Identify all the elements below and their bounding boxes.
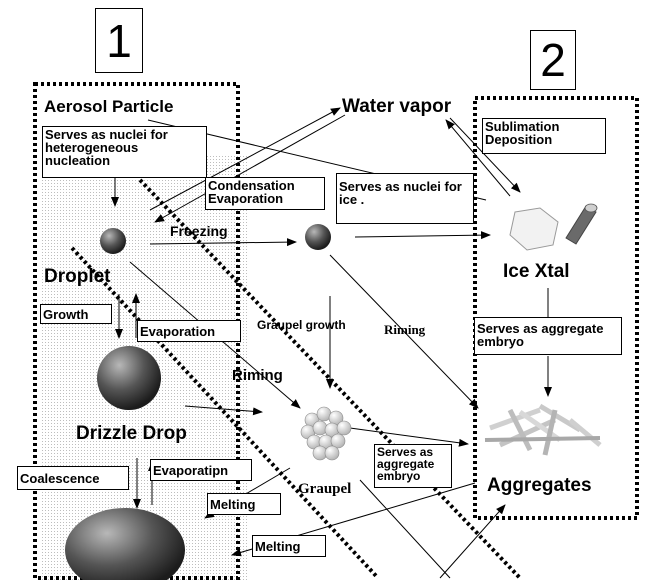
label-melting-1: Melting	[207, 493, 281, 515]
label-aggregate-embryo-1: Serves as aggregate embryo	[474, 317, 622, 355]
graupel-particle	[300, 406, 352, 461]
aggregates-particle	[484, 403, 602, 456]
arrow-drizzle-to-graupel	[184, 405, 263, 416]
raindrop-particle	[65, 508, 185, 580]
drizzle-drop-particle	[97, 346, 161, 410]
arrow-graupel-to-aggregates	[349, 427, 469, 447]
label-ice-xtal: Ice Xtal	[503, 261, 570, 282]
ice-column	[565, 205, 597, 245]
label-growth: Growth	[40, 304, 112, 324]
label-droplet: Droplet	[44, 266, 111, 287]
arrow-droplet-to-vapor-1	[149, 107, 341, 211]
label-aerosol-particle: Aerosol Particle	[44, 97, 174, 116]
arrow-freezing	[149, 238, 297, 247]
region-2-border	[473, 96, 639, 520]
label-aggregates: Aggregates	[487, 475, 592, 496]
label-evaporation-1: Evaporation	[137, 320, 241, 342]
panel-number-2-text: 2	[540, 34, 566, 86]
arrow-vapor-to-droplet	[154, 114, 346, 223]
arrow-to-aggregates-bottom	[439, 504, 506, 579]
label-coalescence: Coalescence	[17, 466, 129, 490]
label-drizzle-drop: Drizzle Drop	[76, 423, 187, 444]
arrow-ice-to-vapor	[445, 119, 511, 197]
label-nuclei-ice: Serves as nuclei for ice .	[336, 173, 474, 224]
label-water-vapor: Water vapor	[342, 96, 452, 117]
arrow-lower-right	[359, 479, 451, 579]
panel-number-1: 1	[95, 8, 143, 73]
label-riming-1: Riming	[232, 367, 283, 384]
label-aggregate-embryo-2: Serves as aggregate embryo	[374, 444, 452, 488]
label-graupel-growth: Graupel growth	[257, 318, 346, 332]
label-condensation-evaporation: Condensation Evaporation	[205, 177, 325, 210]
panel-number-1-text: 1	[106, 14, 132, 67]
label-freezing: Freezing	[170, 223, 228, 239]
label-sublimation-deposition: Sublimation Deposition	[482, 118, 606, 154]
diagonal-border-1	[138, 178, 522, 580]
label-evaporation-2: Evaporatipn	[150, 459, 252, 481]
label-melting-2: Melting	[252, 535, 326, 557]
frozen-droplet-particle	[305, 224, 331, 250]
arrow-riming-right	[329, 254, 479, 409]
panel-number-2: 2	[530, 30, 576, 90]
arrow-vapor-to-ice	[449, 117, 521, 193]
label-riming-2: Riming	[384, 322, 426, 337]
label-nuclei-heterogeneous: Serves as nuclei for heterogeneous nucle…	[42, 126, 207, 178]
ice-hexagon	[509, 207, 559, 251]
label-graupel: Graupel	[298, 481, 352, 497]
arrow-frozen-to-ice	[354, 231, 491, 240]
droplet-particle	[100, 228, 126, 254]
